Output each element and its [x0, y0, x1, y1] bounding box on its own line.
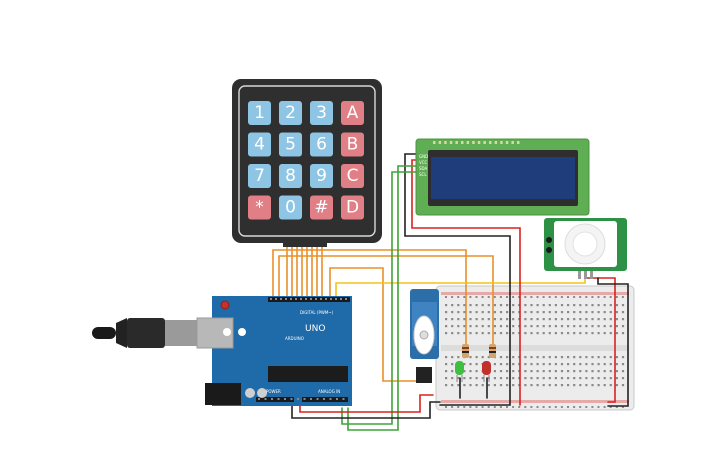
resistor-2[interactable] [489, 344, 496, 358]
key-*[interactable]: * [248, 195, 271, 220]
key-label: C [347, 166, 359, 186]
usb-cable [92, 318, 197, 348]
key-1[interactable]: 1 [248, 101, 271, 125]
led-red[interactable] [482, 361, 491, 382]
key-7[interactable]: 7 [248, 164, 271, 188]
arduino-digital-label: DIGITAL (PWM~) [300, 310, 334, 315]
key-A[interactable]: A [341, 101, 364, 125]
key-label: 1 [254, 103, 265, 123]
wire-orange-servo [329, 267, 419, 382]
wire-green-lcd-sda [347, 165, 426, 431]
key-D[interactable]: D [341, 195, 364, 220]
key-label: A [347, 103, 359, 123]
servo-motor[interactable] [410, 289, 439, 383]
wire-black-gnd [291, 401, 441, 419]
key-label: # [314, 198, 328, 218]
key-label: 0 [285, 198, 296, 218]
arduino-logo-text: UNO [305, 324, 325, 334]
key-label: 3 [316, 103, 327, 123]
key-4[interactable]: 4 [248, 132, 271, 157]
led-green[interactable] [455, 361, 464, 382]
key-6[interactable]: 6 [310, 132, 333, 157]
pir-sensor[interactable] [544, 218, 627, 279]
key-label: * [255, 198, 264, 218]
wire-red-5v [299, 394, 434, 413]
key-label: 8 [285, 166, 296, 186]
key-0[interactable]: 0 [279, 195, 302, 220]
wire-black-rail-right [597, 277, 629, 407]
key-C[interactable]: C [341, 164, 364, 188]
svg-text:SDA: SDA [419, 166, 428, 171]
key-9[interactable]: 9 [310, 164, 333, 188]
wire-red-rail-right [584, 277, 616, 403]
arduino-analog-label: ANALOG IN [318, 389, 340, 394]
breadboard[interactable] [435, 285, 635, 411]
key-B[interactable]: B [341, 132, 364, 157]
breadboard-holes [445, 296, 625, 408]
lcd-display[interactable]: GND VCC SDA SCL [415, 138, 590, 216]
key-3[interactable]: 3 [310, 101, 333, 125]
svg-text:SCL: SCL [419, 172, 427, 177]
key-5[interactable]: 5 [279, 132, 302, 157]
arduino-brand-text: ARDUINO [285, 336, 304, 341]
key-label: 2 [285, 103, 296, 123]
key-label: B [347, 135, 359, 155]
key-label: 5 [285, 135, 296, 155]
wire-orange-led1 [272, 249, 467, 346]
key-label: 9 [316, 166, 327, 186]
wires [272, 153, 629, 431]
lcd-header-pins [433, 141, 520, 144]
key-8[interactable]: 8 [279, 164, 302, 188]
key-label: 6 [316, 135, 327, 155]
wire-black-lcd-gnd [404, 153, 511, 406]
arduino-uno[interactable]: UNO ARDUINO DIGITAL (PWM~) POWER ANALOG … [196, 296, 352, 406]
key-2[interactable]: 2 [279, 101, 302, 125]
key-label: 4 [254, 135, 265, 155]
key-label: D [346, 198, 359, 218]
svg-text:VCC: VCC [419, 160, 428, 165]
arduino-power-label: POWER [266, 389, 281, 394]
svg-text:GND: GND [419, 154, 428, 159]
key-label: 7 [254, 166, 265, 186]
resistor-1[interactable] [462, 344, 469, 358]
key-#[interactable]: # [310, 195, 333, 220]
wire-orange-led2 [278, 255, 494, 346]
